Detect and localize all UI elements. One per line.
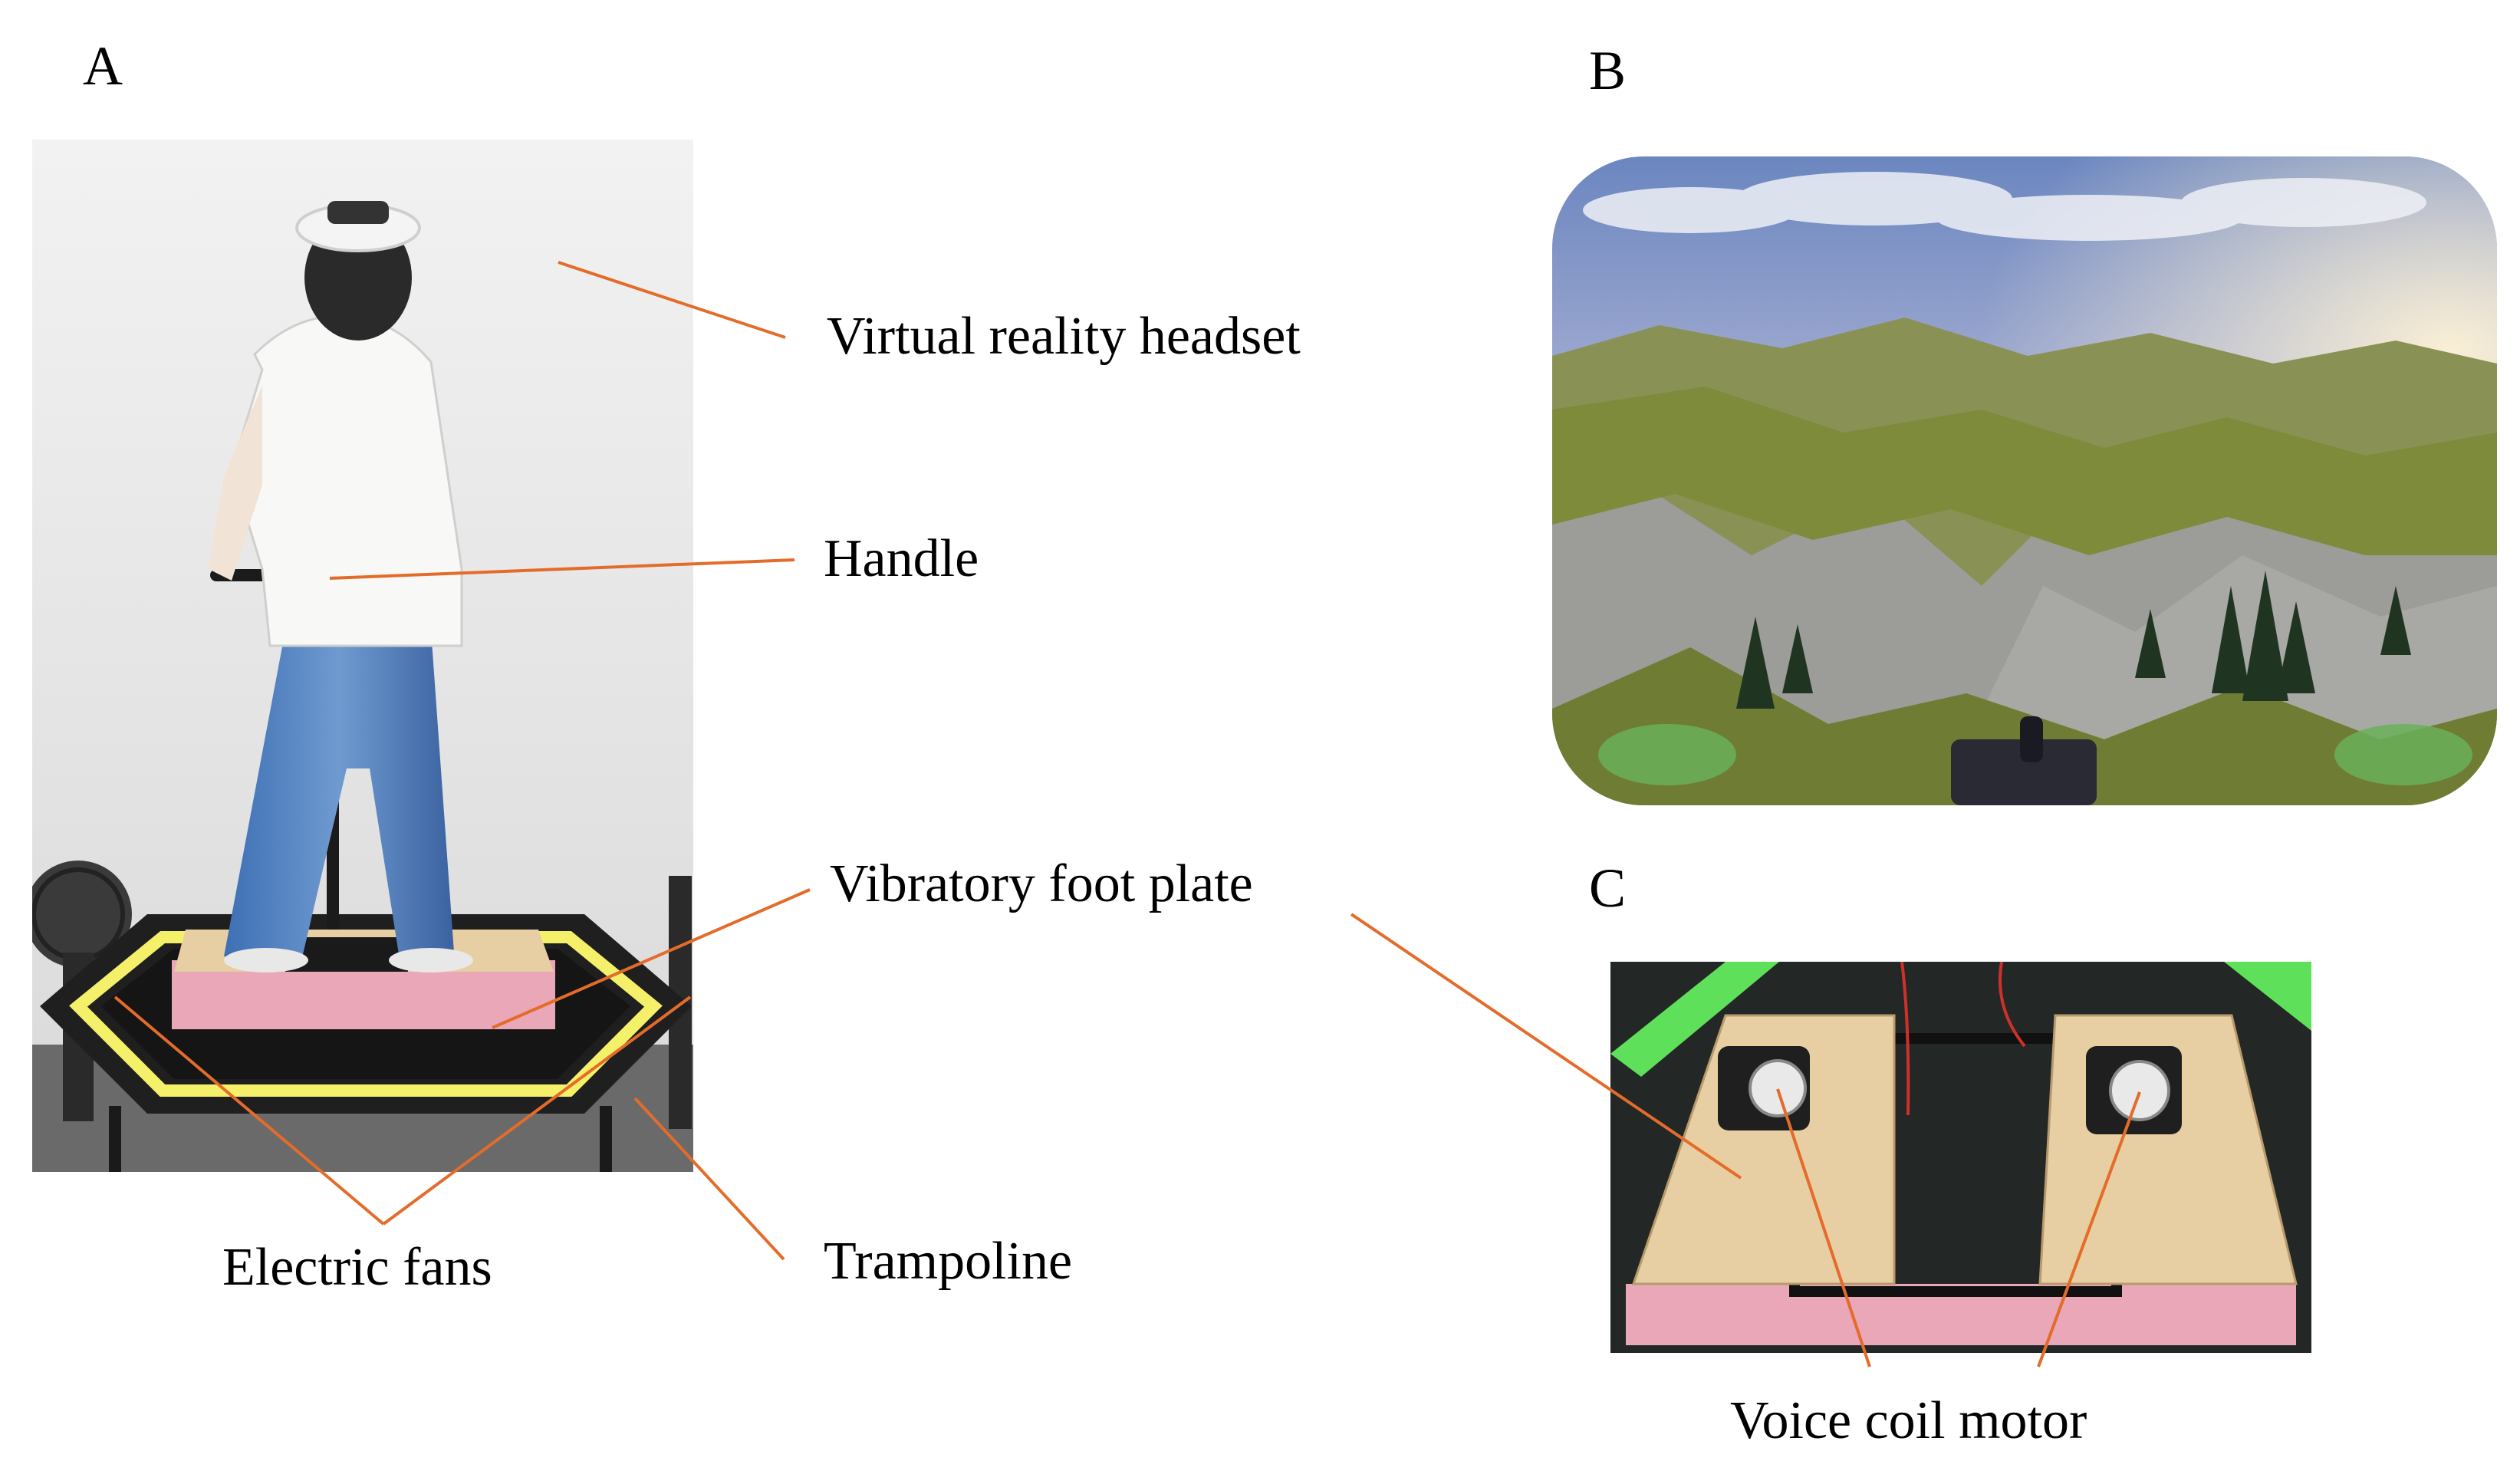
panel-a-photo: [32, 140, 693, 1172]
leader-voice-coil-left: [1776, 1088, 1871, 1367]
label-handle: Handle: [824, 529, 979, 588]
label-electric-fans: Electric fans: [222, 1238, 492, 1297]
foot-plate-illustration: [1610, 962, 2311, 1353]
label-voice-coil-motor: Voice coil motor: [1730, 1391, 2087, 1450]
left-voice-coil-motor: [1718, 1046, 1810, 1130]
panel-c-letter: C: [1589, 857, 1627, 919]
label-vr-headset: Virtual reality headset: [827, 307, 1301, 366]
leader-foot-plate-c: [1350, 913, 1742, 1180]
panel-c-photo: [1610, 962, 2311, 1353]
leader-trampoline: [633, 1097, 785, 1261]
trampoline-setup-illustration: [32, 140, 693, 1172]
clouds: [1583, 172, 2426, 241]
trees: [1736, 571, 2411, 709]
right-voice-coil-motor: [2086, 1046, 2182, 1134]
leader-fans-right: [382, 995, 692, 1226]
leader-fans-left: [113, 995, 385, 1226]
panel-b-letter: B: [1589, 40, 1627, 101]
label-trampoline: Trampoline: [824, 1232, 1073, 1291]
vr-landscape-scene: [1552, 156, 2497, 805]
leader-headset: [558, 261, 786, 339]
leader-handle: [329, 558, 795, 580]
leader-foot-plate-a: [492, 888, 811, 1029]
leader-voice-coil-right: [2037, 1091, 2141, 1367]
panel-b-vr-view: [1552, 156, 2497, 805]
panel-a-letter: A: [83, 35, 123, 97]
label-vibratory-foot-plate: Vibratory foot plate: [830, 854, 1253, 913]
